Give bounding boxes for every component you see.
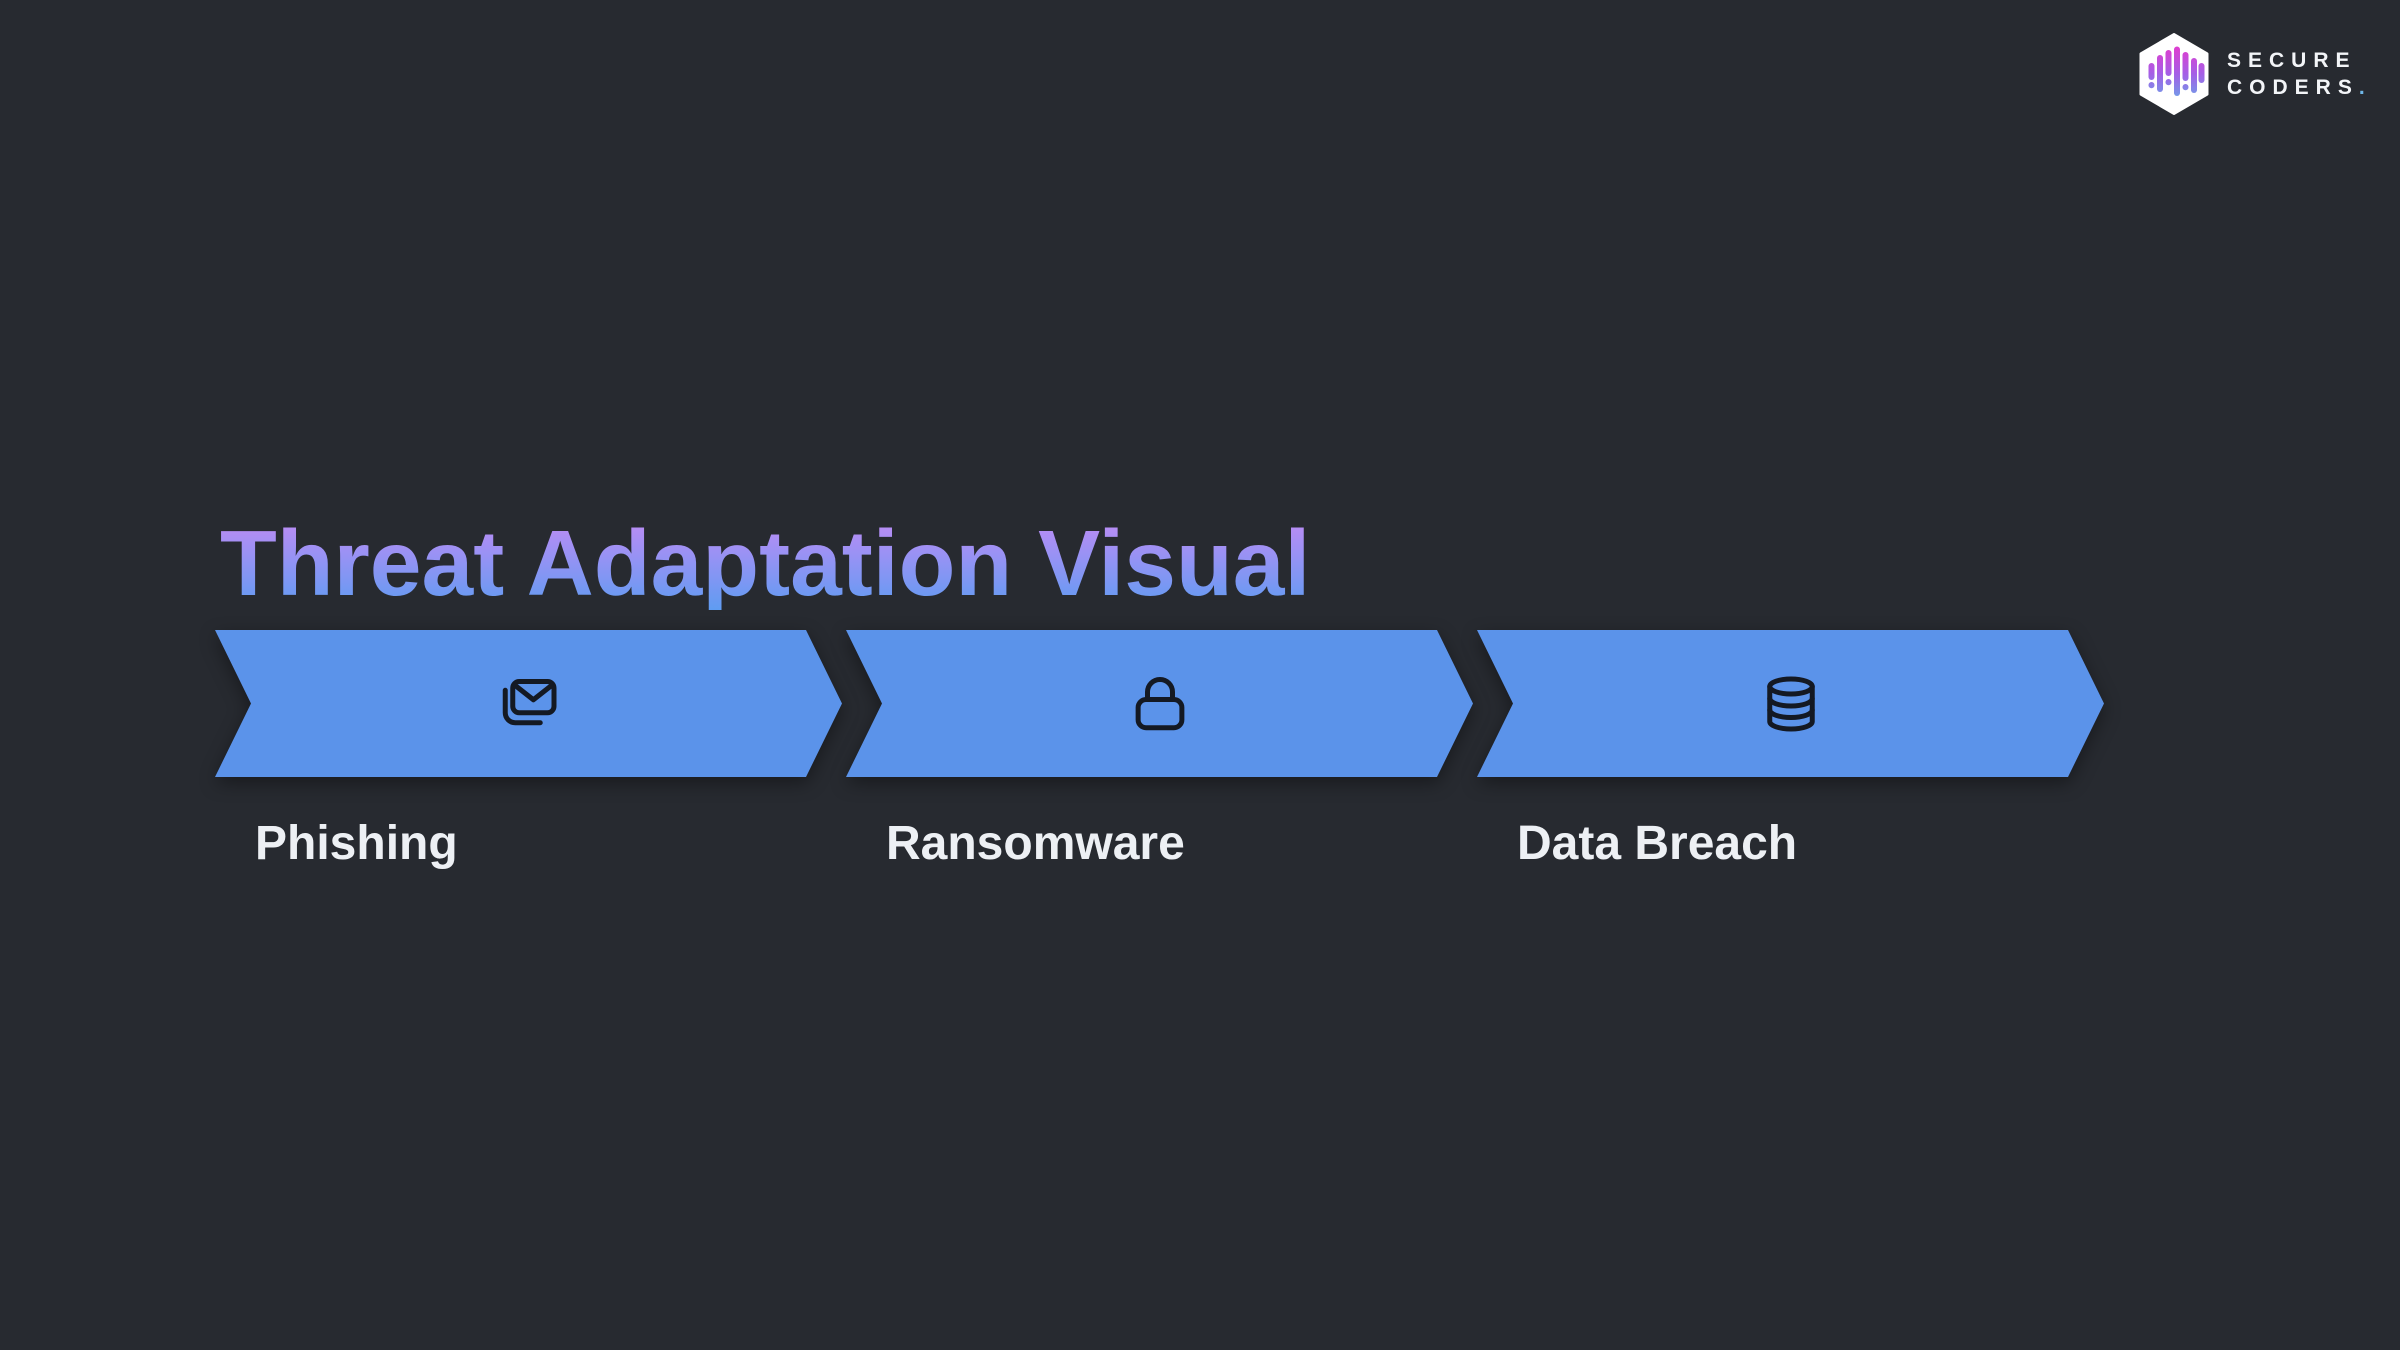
- arrow-shape-phishing: [215, 630, 842, 777]
- brand-logo: SECURE CODERS.: [2137, 33, 2372, 115]
- threat-flow: Phishing Ransomware: [215, 630, 2108, 868]
- step-label: Phishing: [255, 817, 458, 870]
- step-label: Data Breach: [1517, 817, 1798, 870]
- arrow-wrap: [215, 630, 842, 777]
- brand-name-line2: CODERS.: [2227, 76, 2372, 99]
- page-title: Threat Adaptation Visual: [220, 511, 1311, 616]
- flow-step-data-breach: Data Breach: [1477, 630, 2104, 868]
- brand-name: SECURE CODERS.: [2227, 47, 2372, 101]
- flow-step-ransomware: Ransomware: [846, 630, 1473, 868]
- arrow-shape-ransomware: [846, 630, 1473, 777]
- database-icon: [1761, 674, 1821, 734]
- arrow-shape-data-breach: [1477, 630, 2104, 777]
- mails-icon: [499, 674, 559, 734]
- step-label: Ransomware: [886, 817, 1185, 870]
- arrow-wrap: [1477, 630, 2104, 777]
- hexagon-drip-logo-icon: [2139, 33, 2209, 115]
- lock-icon: [1130, 674, 1190, 734]
- brand-dot: .: [2358, 76, 2372, 99]
- flow-step-phishing: Phishing: [215, 630, 842, 868]
- brand-name-line1: SECURE: [2227, 49, 2357, 72]
- arrow-wrap: [846, 630, 1473, 777]
